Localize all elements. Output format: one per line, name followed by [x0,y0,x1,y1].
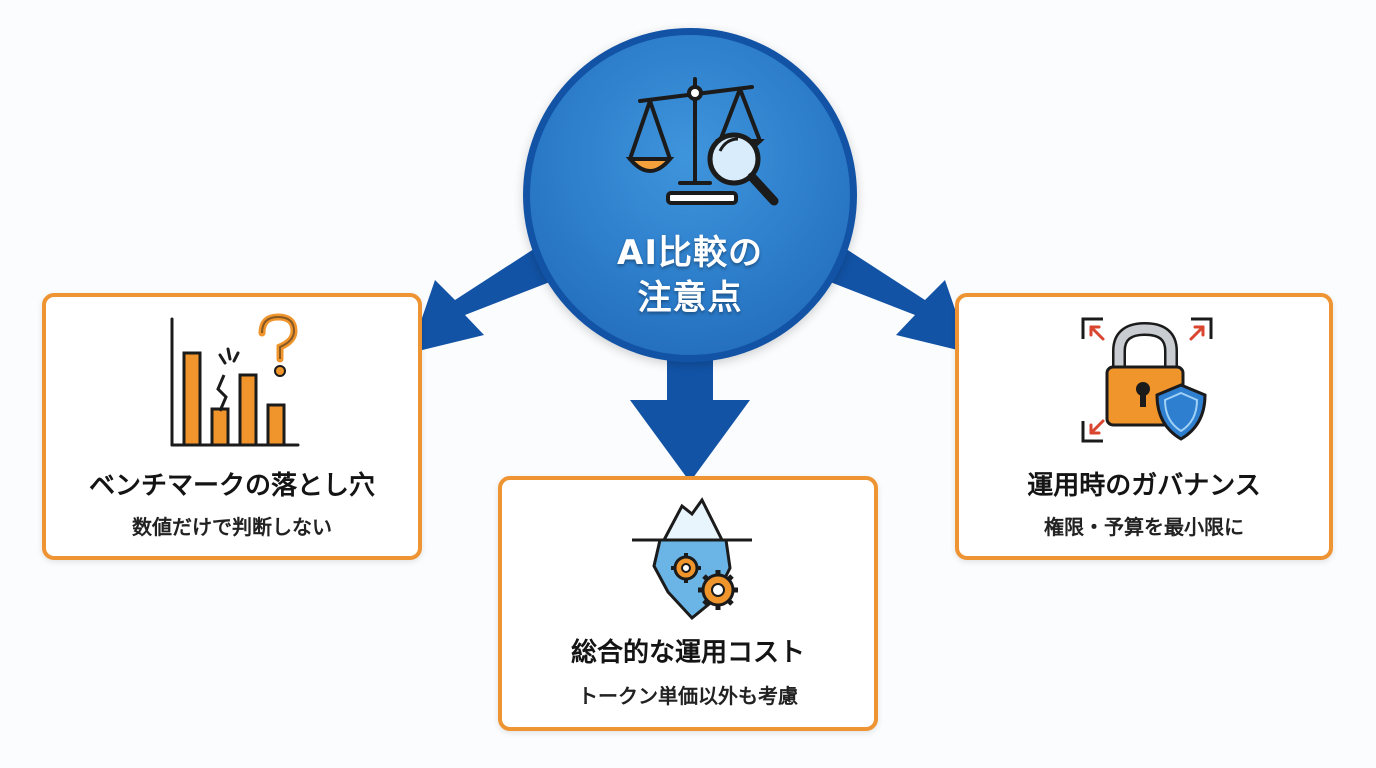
hub-title: AI比較の 注意点 [530,231,850,321]
card-title: 総合的な運用コスト [570,638,805,668]
gear-icon [698,570,738,610]
scales-magnifier-icon [625,77,779,206]
benchmark-pitfall-card: ベンチマークの落とし穴 数値だけで判断しない [42,293,422,560]
card-title: ベンチマークの落とし穴 [88,471,375,501]
card-subtitle: 数値だけで判断しない [132,515,332,539]
governance-card: 運用時のガバナンス 権限・予算を最小限に [955,293,1333,560]
card-subtitle: 権限・予算を最小限に [1044,515,1244,539]
arrow-to-right-card [820,245,970,353]
lock-shield-icon [1081,317,1213,443]
card-title: 運用時のガバナンス [1027,471,1261,501]
arrow-to-left-card [410,245,560,353]
operational-cost-card: 総合的な運用コスト トークン単価以外も考慮 [498,476,878,731]
gear-icon [671,553,701,583]
card-subtitle: トークン単価以外も考慮 [578,684,798,708]
central-hub: AI比較の 注意点 [523,28,857,362]
hub-title-line1: AI比較の [617,233,763,273]
iceberg-gears-icon [632,497,752,621]
hub-title-line2: 注意点 [637,278,743,318]
arrow-to-middle-card [630,355,750,482]
bar-chart-question-icon [170,313,300,447]
